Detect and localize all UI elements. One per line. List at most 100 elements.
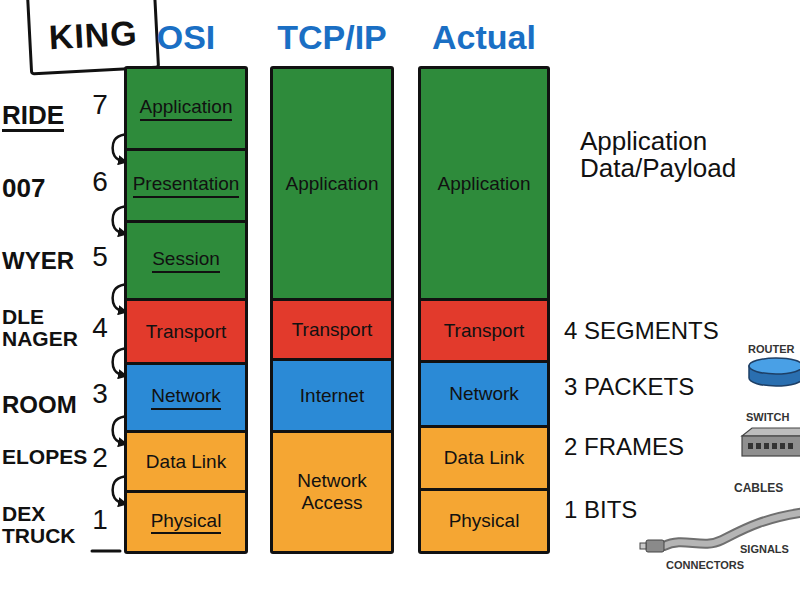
label-holder: 1 BITS xyxy=(564,497,714,522)
layer-band: Application xyxy=(273,69,391,298)
layer-name: Internet xyxy=(300,385,364,407)
layer-name: Network xyxy=(151,385,221,410)
data-unit-label: 2 FRAMES xyxy=(564,434,734,459)
column-heading: Actual xyxy=(405,15,563,59)
cable-outline xyxy=(664,512,800,546)
layer-name: Physical xyxy=(449,510,520,532)
label-holder: SWITCH xyxy=(746,412,798,424)
icon-label: CABLES xyxy=(734,482,798,495)
analogy-word: DLE NAGER xyxy=(2,306,88,350)
layer-band: Network xyxy=(127,362,245,430)
layer-band: Physical xyxy=(127,490,245,551)
icon-label: CONNECTORS xyxy=(666,560,766,572)
label-holder: 3 PACKETS xyxy=(564,374,744,399)
layer-name: Transport xyxy=(146,321,227,343)
layer-name: Transport xyxy=(292,319,373,341)
layer-band: Presentation xyxy=(127,148,245,220)
dash-mark xyxy=(92,550,120,553)
layer-name: Data Link xyxy=(444,447,524,469)
layer-number: 3 xyxy=(91,379,109,408)
title-word: KING xyxy=(48,13,139,57)
label-holder: CABLES xyxy=(734,482,798,495)
analogy-word: ROOM xyxy=(2,392,94,417)
layer-name: Session xyxy=(152,248,220,273)
layer-name: Transport xyxy=(444,320,525,342)
model-column: ActualApplicationTransportNetworkData Li… xyxy=(418,66,550,554)
icon-label: SIGNALS xyxy=(740,544,798,556)
title-box: KING xyxy=(26,0,160,75)
label-holder: 7 xyxy=(91,90,109,119)
label-holder: 2 xyxy=(91,443,109,472)
label-holder: WYER xyxy=(2,248,94,273)
switch-top xyxy=(742,428,800,436)
connector-plug xyxy=(646,540,664,552)
analogy-word: WYER xyxy=(2,248,94,273)
label-holder: DEX TRUCK xyxy=(2,503,86,547)
icon-label: ROUTER xyxy=(748,344,798,356)
layer-name: Data Link xyxy=(146,451,226,473)
layer-name: Presentation xyxy=(133,173,240,198)
data-unit-label: 1 BITS xyxy=(564,497,714,522)
label-holder: 007 xyxy=(2,175,94,202)
layer-number: 7 xyxy=(91,90,109,119)
analogy-word: DEX TRUCK xyxy=(2,503,86,547)
switch-port xyxy=(788,443,793,449)
data-unit-label: 4 SEGMENTS xyxy=(564,318,754,343)
layer-band: Data Link xyxy=(127,430,245,490)
layer-band: Application xyxy=(127,69,245,148)
label-holder: SIGNALS xyxy=(740,544,798,556)
switch-icon xyxy=(742,428,800,456)
label-holder: Application Data/Payload xyxy=(580,128,794,183)
layer-name: Application xyxy=(438,173,531,195)
label-holder: 5 xyxy=(91,242,109,271)
layer-band: Transport xyxy=(273,298,391,358)
router-icon xyxy=(749,358,800,386)
switch-port xyxy=(764,443,769,449)
model-column: OSIApplicationPresentationSessionTranspo… xyxy=(124,66,248,554)
label-holder: 4 xyxy=(91,313,109,342)
layer-band: Data Link xyxy=(421,425,547,488)
layer-number: 1 xyxy=(91,505,109,534)
layer-name: Network xyxy=(449,383,519,405)
layer-number: 6 xyxy=(91,167,109,196)
layer-name: Application xyxy=(286,173,379,195)
label-holder: ROOM xyxy=(2,392,94,417)
router-top xyxy=(749,358,800,374)
cable-core xyxy=(664,512,800,546)
icon-label: SWITCH xyxy=(746,412,798,424)
layer-name: Network Access xyxy=(277,470,387,514)
label-holder: 4 SEGMENTS xyxy=(564,318,754,343)
switch-port xyxy=(780,443,785,449)
switch-body xyxy=(742,436,800,456)
layer-band: Internet xyxy=(273,358,391,430)
label-holder: CONNECTORS xyxy=(666,560,766,572)
layer-band: Session xyxy=(127,220,245,298)
label-holder: RIDE xyxy=(2,102,94,132)
layer-number: 4 xyxy=(91,313,109,342)
label-holder: 1 xyxy=(91,505,109,534)
connector-pin xyxy=(640,543,646,549)
analogy-word: 007 xyxy=(2,175,94,202)
label-holder: 3 xyxy=(91,379,109,408)
column-heading: OSI xyxy=(111,15,261,59)
layer-name: Physical xyxy=(151,510,222,535)
data-unit-label: 3 PACKETS xyxy=(564,374,744,399)
model-column: TCP/IPApplicationTransportInternetNetwor… xyxy=(270,66,394,554)
analogy-word: ELOPES xyxy=(2,446,92,468)
label-holder: ELOPES xyxy=(2,446,92,468)
layer-band: Application xyxy=(421,69,547,298)
switch-port xyxy=(772,443,777,449)
layer-band: Physical xyxy=(421,488,547,551)
layer-band: Network Access xyxy=(273,430,391,551)
label-holder: DLE NAGER xyxy=(2,306,88,350)
label-holder: 2 FRAMES xyxy=(564,434,734,459)
switch-port xyxy=(756,443,761,449)
layer-name: Application xyxy=(140,96,233,121)
column-heading: TCP/IP xyxy=(257,15,407,59)
label-holder: ROUTER xyxy=(748,344,798,356)
layer-band: Network xyxy=(421,360,547,425)
